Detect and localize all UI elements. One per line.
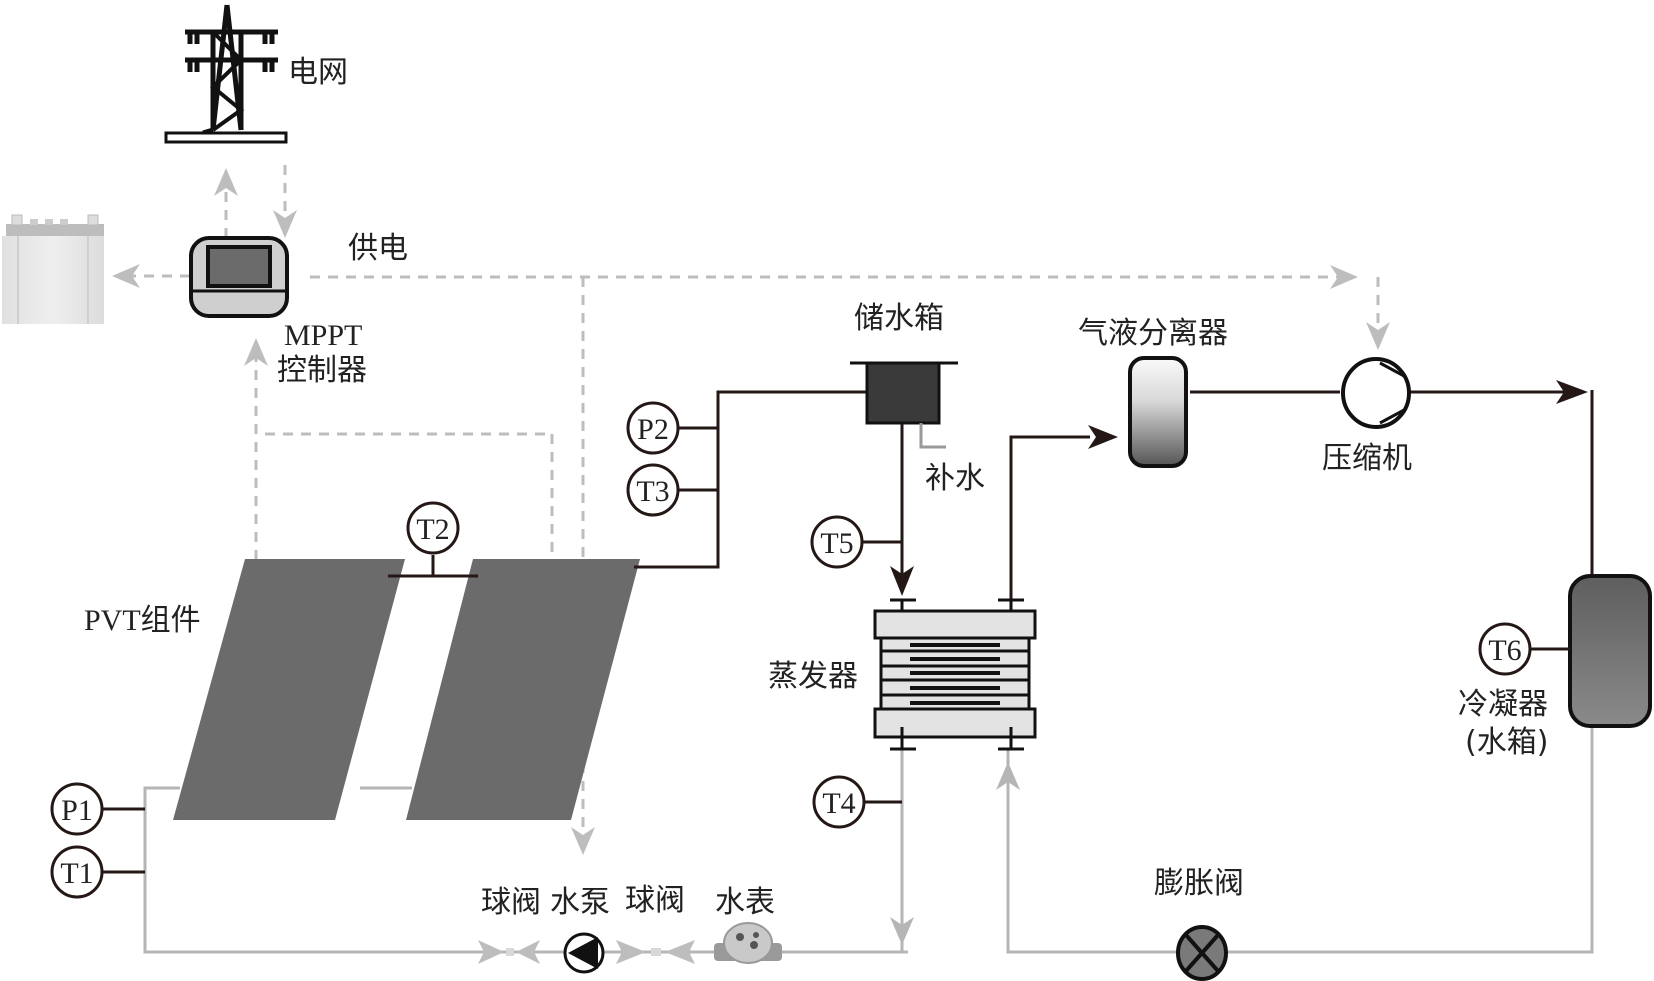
arrow-evaporator-down — [890, 917, 914, 945]
label-water-meter: 水表 — [715, 885, 775, 920]
sensor-label-T5: T5 — [820, 527, 853, 560]
arrow-tank-to-evaporator — [890, 566, 914, 596]
label-condenser-line1: 冷凝器 — [1458, 687, 1548, 722]
mppt-controller-icon — [189, 236, 289, 318]
water-line-pvt-to-tank — [634, 390, 870, 569]
arrow-to-condenser — [1556, 380, 1588, 404]
arrow-down-to-mppt — [273, 210, 297, 238]
sensor-label-T4: T4 — [822, 787, 855, 820]
sensor-label-T1: T1 — [60, 857, 93, 890]
label-mppt-line2: 控制器 — [277, 353, 367, 388]
sensor-label-P1: P1 — [61, 794, 93, 827]
arrow-to-battery — [112, 264, 140, 288]
ball-valve-1-icon — [478, 940, 540, 964]
label-storage-tank: 储水箱 — [854, 301, 944, 336]
arrow-to-pump — [571, 827, 595, 855]
label-grid: 电网 — [288, 55, 348, 90]
sensor-T3: T3 — [626, 463, 718, 517]
arrow-up-to-grid — [214, 168, 238, 196]
pvt-panel-1 — [173, 559, 405, 820]
label-ball-valve-1: 球阀 — [481, 885, 541, 920]
arrow-supply-right — [1330, 265, 1358, 289]
label-expansion-valve: 膨胀阀 — [1154, 866, 1244, 901]
pvt-panel-2 — [406, 559, 640, 820]
evaporator-icon — [873, 598, 1037, 751]
pvt-panels — [173, 559, 640, 820]
refrigerant-line-from-condenser — [1220, 725, 1594, 954]
label-water-pump: 水泵 — [550, 885, 610, 920]
sensor-T1: T1 — [50, 845, 145, 899]
black-arrowheads — [890, 380, 1588, 596]
arrow-to-compressor — [1366, 322, 1390, 350]
sensor-T4: T4 — [812, 775, 902, 829]
arrow-up-to-mppt — [244, 338, 268, 366]
sensor-label-T2: T2 — [416, 513, 449, 546]
sensor-label-P2: P2 — [637, 413, 669, 446]
ball-valve-2-icon — [616, 940, 695, 964]
water-line-pvt-inlet — [143, 786, 480, 954]
label-mppt-line1: MPPT — [284, 319, 362, 352]
sensor-label-T6: T6 — [1488, 634, 1521, 667]
arrow-to-evaporator-up — [996, 762, 1020, 790]
sensor-T5: T5 — [810, 515, 902, 569]
power-grid-tower-icon — [164, 4, 288, 144]
water-arrowheads — [890, 762, 1020, 945]
expansion-valve-icon — [1176, 925, 1228, 981]
water-loop-lines — [143, 725, 1594, 954]
black-lines — [388, 390, 1594, 605]
label-makeup-water: 补水 — [925, 461, 985, 496]
water-pump-icon — [563, 932, 605, 974]
storage-tank-icon — [850, 361, 958, 449]
sensor-P1: P1 — [50, 782, 145, 836]
makeup-water-pipe — [919, 423, 946, 449]
power-lines — [130, 165, 1380, 838]
label-condenser-line2: (水箱) — [1465, 725, 1548, 760]
refrigerant-line-evaporator-to-separator — [1009, 435, 1090, 605]
sensor-T6: T6 — [1478, 622, 1570, 676]
power-arrowheads — [112, 168, 1390, 855]
label-compressor: 压缩机 — [1322, 441, 1412, 476]
water-meter-icon — [714, 922, 782, 964]
label-pvt-module: PVT组件 — [84, 604, 201, 637]
sensor-T2: T2 — [406, 501, 460, 555]
condenser-tank-icon — [1568, 574, 1652, 728]
sensor-P2: P2 — [626, 401, 718, 455]
label-power-supply: 供电 — [348, 231, 408, 266]
refrigerant-line-to-evaporator — [1006, 750, 1184, 954]
arrow-to-separator — [1088, 425, 1118, 449]
label-ball-valve-2: 球阀 — [625, 883, 685, 918]
gas-liquid-separator-icon — [1128, 356, 1188, 468]
compressor-icon — [1341, 357, 1411, 429]
label-gas-liquid-separator: 气液分离器 — [1078, 316, 1228, 351]
label-evaporator: 蒸发器 — [768, 659, 858, 694]
sensor-label-T3: T3 — [636, 475, 669, 508]
battery-icon — [2, 214, 104, 324]
